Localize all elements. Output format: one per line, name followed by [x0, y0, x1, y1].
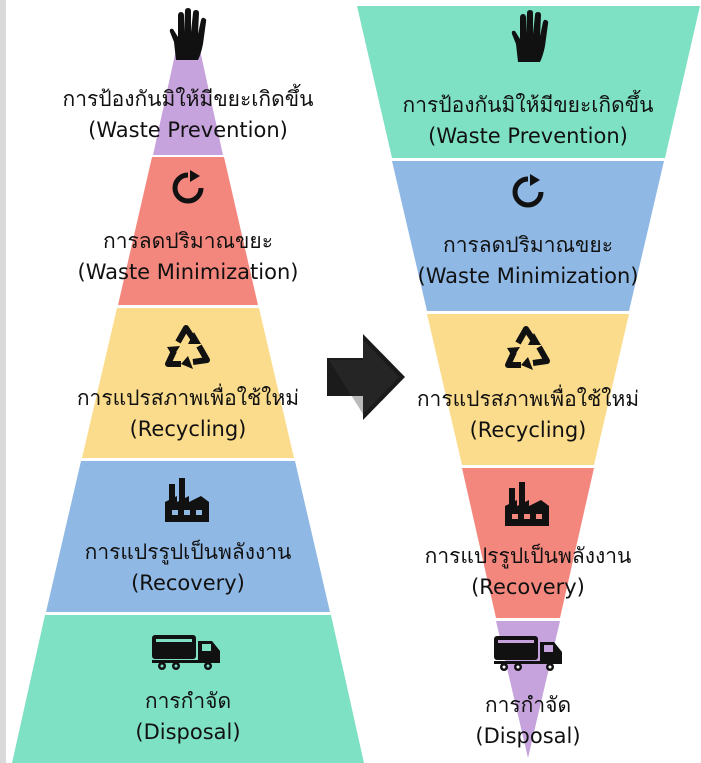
- left-tier-5-disposal: [12, 615, 364, 763]
- factory-icon: [505, 482, 549, 526]
- left-tier-3-recycling: [82, 308, 294, 458]
- refresh-icon: [172, 170, 204, 204]
- right-tier-2-minimization: [392, 161, 664, 311]
- right-tier-1-thai: การป้องกันมิให้มีขยะเกิดขึ้น: [402, 93, 654, 117]
- left-tier-3-thai: การแปรสภาพเพื่อใช้ใหม่: [76, 386, 300, 410]
- left-tier-3-english: (Recycling): [129, 417, 247, 441]
- right-tier-1-english: (Waste Prevention): [428, 124, 628, 148]
- right-tier-5-label: การกำจัด (Disposal): [378, 690, 678, 752]
- refresh-icon: [512, 174, 544, 208]
- left-tier-2-minimization: [118, 157, 258, 305]
- left-tier-2-english: (Waste Minimization): [77, 260, 299, 284]
- left-tier-1-english: (Waste Prevention): [88, 118, 288, 142]
- right-tier-2-label: การลดปริมาณขยะ (Waste Minimization): [378, 230, 678, 292]
- right-tier-2-english: (Waste Minimization): [417, 264, 639, 288]
- left-tier-1-prevention: [153, 50, 223, 155]
- left-tier-4-recovery: [46, 461, 330, 612]
- truck-icon: [494, 636, 562, 671]
- left-tier-2-thai: การลดปริมาณขยะ: [103, 229, 273, 253]
- right-tier-5-thai: การกำจัด: [484, 693, 572, 717]
- right-tier-3-recycling: [427, 314, 629, 465]
- right-tier-1-label: การป้องกันมิให้มีขยะเกิดขึ้น (Waste Prev…: [378, 90, 678, 152]
- factory-icon: [165, 478, 209, 522]
- left-tier-5-thai: การกำจัด: [144, 689, 232, 713]
- left-tier-1-thai: การป้องกันมิให้มีขยะเกิดขึ้น: [62, 87, 314, 111]
- left-tier-4-english: (Recovery): [131, 571, 245, 595]
- right-tier-4-thai: การแปรรูปเป็นพลังงาน: [424, 544, 632, 568]
- right-tier-5-english: (Disposal): [475, 724, 581, 748]
- recycle-icon: [165, 325, 210, 369]
- left-tier-2-label: การลดปริมาณขยะ (Waste Minimization): [38, 226, 338, 288]
- right-tier-4-recovery: [462, 468, 594, 618]
- right-tier-1-prevention: [357, 6, 700, 158]
- right-tier-4-english: (Recovery): [471, 575, 585, 599]
- right-tier-3-english: (Recycling): [469, 418, 587, 442]
- left-tier-4-label: การแปรรูปเป็นพลังงาน (Recovery): [38, 537, 338, 599]
- right-tier-3-thai: การแปรสภาพเพื่อใช้ใหม่: [416, 387, 640, 411]
- hand-stop-icon: [169, 8, 207, 60]
- left-tier-4-thai: การแปรรูปเป็นพลังงาน: [84, 540, 292, 564]
- left-tier-3-label: การแปรสภาพเพื่อใช้ใหม่ (Recycling): [38, 383, 338, 445]
- right-arrow-icon: [327, 334, 405, 420]
- left-edge-strip: [0, 0, 6, 763]
- right-tier-2-thai: การลดปริมาณขยะ: [443, 233, 613, 257]
- right-tier-4-label: การแปรรูปเป็นพลังงาน (Recovery): [378, 541, 678, 603]
- truck-icon: [152, 635, 220, 670]
- recycle-icon: [505, 326, 550, 370]
- hand-stop-icon: [511, 10, 549, 62]
- right-tier-3-label: การแปรสภาพเพื่อใช้ใหม่ (Recycling): [378, 384, 678, 446]
- left-tier-5-label: การกำจัด (Disposal): [38, 686, 338, 748]
- left-tier-1-label: การป้องกันมิให้มีขยะเกิดขึ้น (Waste Prev…: [38, 84, 338, 146]
- left-tier-5-english: (Disposal): [135, 720, 241, 744]
